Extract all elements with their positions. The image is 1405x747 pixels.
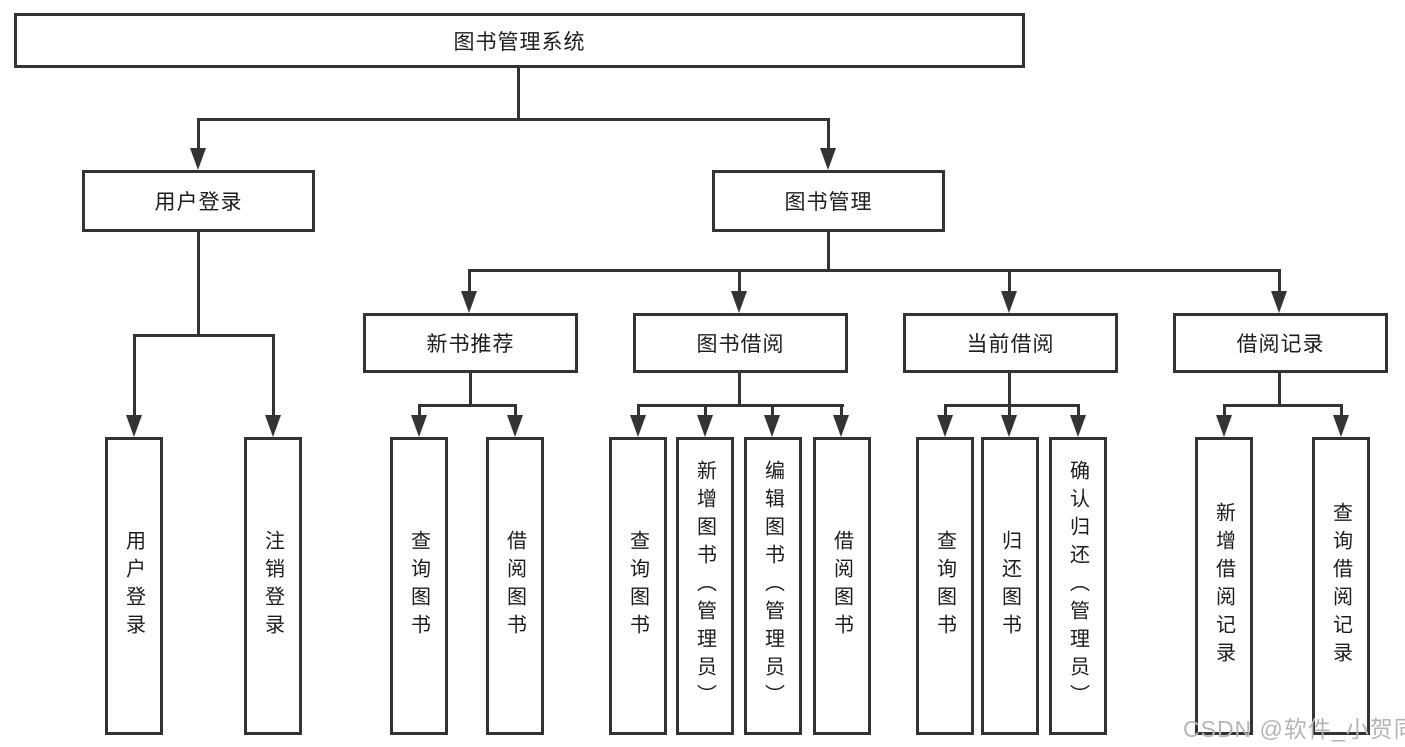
connector-line <box>468 269 1281 272</box>
connector-line <box>944 404 1079 407</box>
connector-line <box>1278 373 1281 407</box>
arrow-down-icon <box>764 415 780 437</box>
leaf-edit-book-admin: 编辑图书（管理员） <box>744 437 802 735</box>
connector-line <box>197 232 200 336</box>
arrow-down-icon <box>1271 291 1287 313</box>
node-book-borrowing: 图书借阅 <box>633 313 848 373</box>
connector-line <box>1223 404 1342 407</box>
leaf-confirm-return-admin: 确认归还（管理员） <box>1049 437 1107 735</box>
connector-line <box>1008 404 1011 417</box>
connector-line <box>1223 404 1226 417</box>
arrow-down-icon <box>126 415 142 437</box>
connector-line <box>1008 373 1011 407</box>
arrow-down-icon <box>820 148 836 170</box>
watermark: CSDN @软件_小贺同学 <box>1183 716 1405 742</box>
connector-line <box>197 118 830 121</box>
connector-line <box>133 334 275 337</box>
arrow-down-icon <box>731 291 747 313</box>
connector-line <box>827 232 830 272</box>
arrow-down-icon <box>630 415 646 437</box>
node-book-management: 图书管理 <box>712 170 945 232</box>
arrow-down-icon <box>937 415 953 437</box>
leaf-add-book-admin: 新增图书（管理员） <box>676 437 734 735</box>
leaf-query-books-current: 查询图书 <box>916 437 974 735</box>
arrow-down-icon <box>697 415 713 437</box>
connector-line <box>1278 269 1281 293</box>
leaf-user-login: 用户登录 <box>105 437 163 735</box>
leaf-query-books-recommend: 查询图书 <box>390 437 448 735</box>
node-new-book-recommendation: 新书推荐 <box>363 313 578 373</box>
node-root: 图书管理系统 <box>14 13 1025 68</box>
arrow-down-icon <box>265 415 281 437</box>
connector-line <box>469 373 472 407</box>
connector-line <box>1077 404 1080 417</box>
connector-line <box>1008 269 1011 293</box>
arrow-down-icon <box>1001 415 1017 437</box>
connector-line <box>704 404 707 417</box>
connector-line <box>827 118 830 150</box>
leaf-query-books-borrow: 查询图书 <box>609 437 667 735</box>
leaf-query-borrow-record: 查询借阅记录 <box>1312 437 1370 735</box>
arrow-down-icon <box>833 415 849 437</box>
connector-line <box>468 269 471 293</box>
connector-line <box>771 404 774 417</box>
arrow-down-icon <box>1070 415 1086 437</box>
connector-line <box>418 404 517 407</box>
arrow-down-icon <box>507 415 523 437</box>
arrow-down-icon <box>1333 415 1349 437</box>
connector-line <box>637 404 640 417</box>
leaf-logout: 注销登录 <box>244 437 302 735</box>
connector-line <box>840 404 843 417</box>
connector-line <box>272 334 275 416</box>
leaf-borrow-books-borrow: 借阅图书 <box>813 437 871 735</box>
node-borrowing-records: 借阅记录 <box>1173 313 1388 373</box>
connector-line <box>738 269 741 293</box>
node-user-login: 用户登录 <box>82 170 315 232</box>
connector-line <box>418 404 421 417</box>
connector-line <box>517 66 520 120</box>
arrow-down-icon <box>1216 415 1232 437</box>
connector-line <box>197 118 200 150</box>
connector-line <box>637 404 844 407</box>
connector-line <box>944 404 947 417</box>
arrow-down-icon <box>1001 291 1017 313</box>
connector-line <box>738 373 741 407</box>
leaf-borrow-books-recommend: 借阅图书 <box>486 437 544 735</box>
arrow-down-icon <box>461 291 477 313</box>
connector-line <box>133 334 136 416</box>
arrow-down-icon <box>190 148 206 170</box>
leaf-return-books: 归还图书 <box>981 437 1039 735</box>
leaf-add-borrow-record: 新增借阅记录 <box>1195 437 1253 735</box>
node-current-borrowing: 当前借阅 <box>903 313 1118 373</box>
connector-line <box>1340 404 1343 417</box>
arrow-down-icon <box>411 415 427 437</box>
connector-line <box>514 404 517 417</box>
